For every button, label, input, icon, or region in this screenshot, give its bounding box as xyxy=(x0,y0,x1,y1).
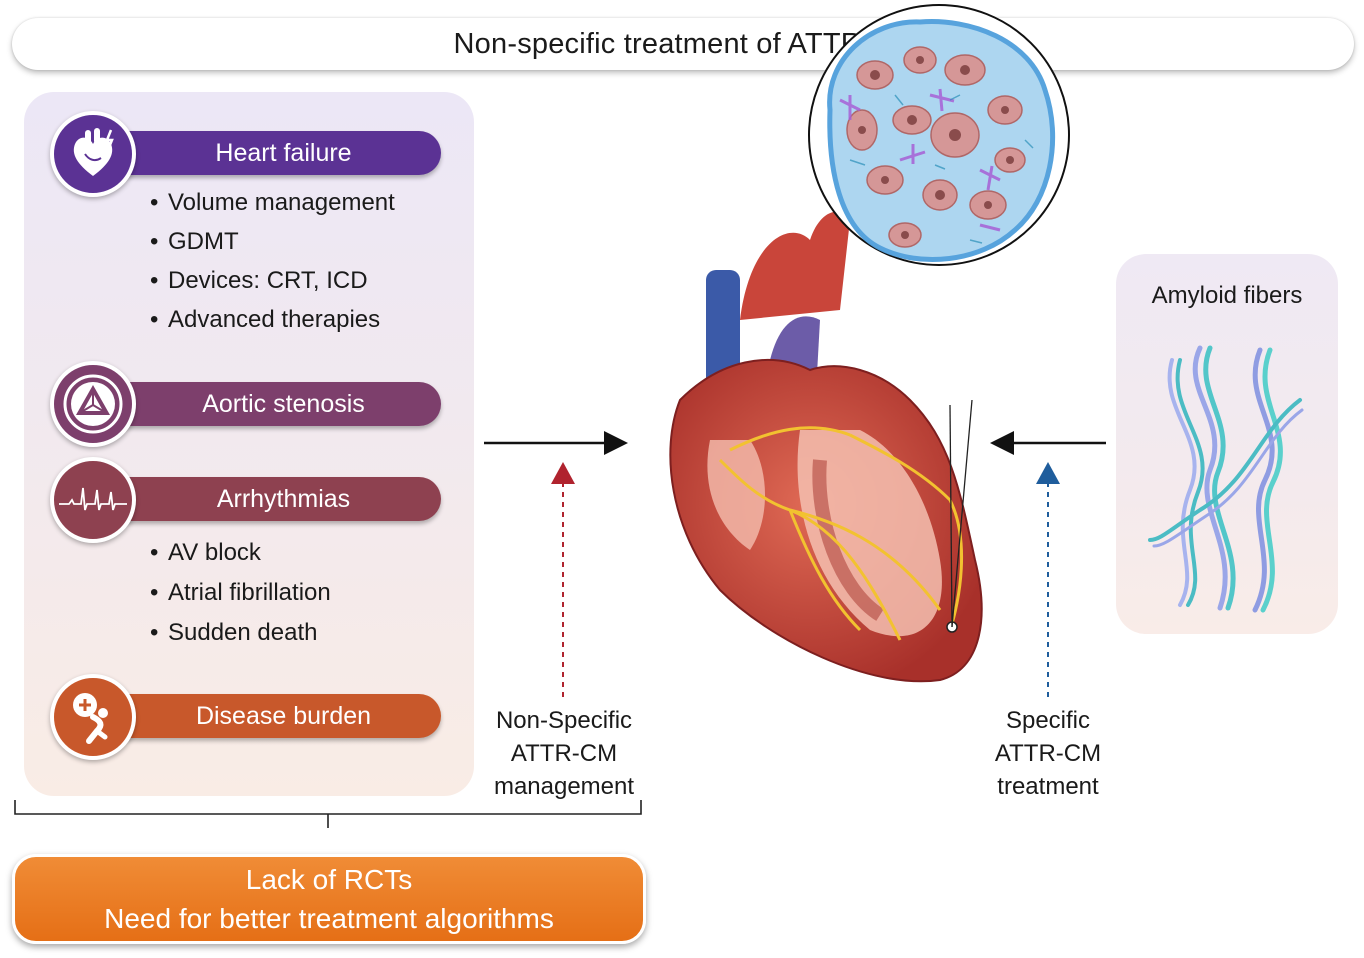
heart-failure-pill: Heart failure xyxy=(96,131,441,175)
caption-line: Specific xyxy=(1005,707,1091,734)
aortic-stenosis-label: Aortic stenosis xyxy=(202,389,365,418)
arrhythmias-label: Arrhythmias xyxy=(216,484,351,513)
bullet-item: Sudden death xyxy=(150,618,331,658)
ecg-icon xyxy=(50,457,136,543)
amyloid-label: Amyloid fibers xyxy=(1151,282,1303,309)
specific-arrows xyxy=(990,431,1106,698)
heart-illustration xyxy=(669,211,983,683)
right-arrowhead-icon xyxy=(604,431,628,455)
amyloid-fibers-illustration xyxy=(1148,345,1304,613)
arrhythmias-bullets: AV block Atrial fibrillation Sudden deat… xyxy=(150,538,331,658)
left-arrowhead-icon xyxy=(990,431,1014,455)
up-arrowhead-icon xyxy=(1036,462,1060,484)
aortic-valve-icon xyxy=(50,361,136,447)
person-burden-icon xyxy=(50,674,136,760)
disease-burden-label: Disease burden xyxy=(195,701,372,730)
up-arrowhead-icon xyxy=(551,462,575,484)
bullet-item: Advanced therapies xyxy=(150,305,395,344)
bullet-item: Volume management xyxy=(150,188,395,227)
non-specific-caption: Non-Specific ATTR-CM management xyxy=(478,704,650,803)
arrhythmias-pill: Arrhythmias xyxy=(96,477,441,521)
heart-icon xyxy=(50,111,136,197)
specific-caption: Specific ATTR-CM treatment xyxy=(968,704,1128,803)
rct-line-1: Lack of RCTs xyxy=(245,864,413,895)
bullet-item: Devices: CRT, ICD xyxy=(150,266,395,305)
caption-line: ATTR-CM xyxy=(510,740,618,767)
caption-line: ATTR-CM xyxy=(994,740,1102,767)
caption-line: Non-Specific xyxy=(495,707,633,734)
caption-line: management xyxy=(493,773,635,800)
title-bar: Non-specific treatment of ATTR-CA xyxy=(12,18,1354,70)
tissue-magnification xyxy=(808,4,1070,266)
grouping-bracket xyxy=(14,800,642,828)
rct-callout: Lack of RCTs Need for better treatment a… xyxy=(12,854,646,944)
rct-line-2: Need for better treatment algorithms xyxy=(104,903,554,934)
heart-failure-bullets: Volume management GDMT Devices: CRT, ICD… xyxy=(150,188,395,344)
caption-line: treatment xyxy=(997,773,1099,800)
bullet-item: GDMT xyxy=(150,227,395,266)
non-specific-arrows xyxy=(484,431,628,698)
aortic-stenosis-pill: Aortic stenosis xyxy=(96,382,441,426)
heart-failure-label: Heart failure xyxy=(215,138,352,167)
disease-burden-pill: Disease burden xyxy=(96,694,441,738)
page-title: Non-specific treatment of ATTR-CA xyxy=(453,27,913,60)
bullet-item: Atrial fibrillation xyxy=(150,578,331,618)
bullet-item: AV block xyxy=(150,538,331,578)
aorta xyxy=(740,211,850,320)
